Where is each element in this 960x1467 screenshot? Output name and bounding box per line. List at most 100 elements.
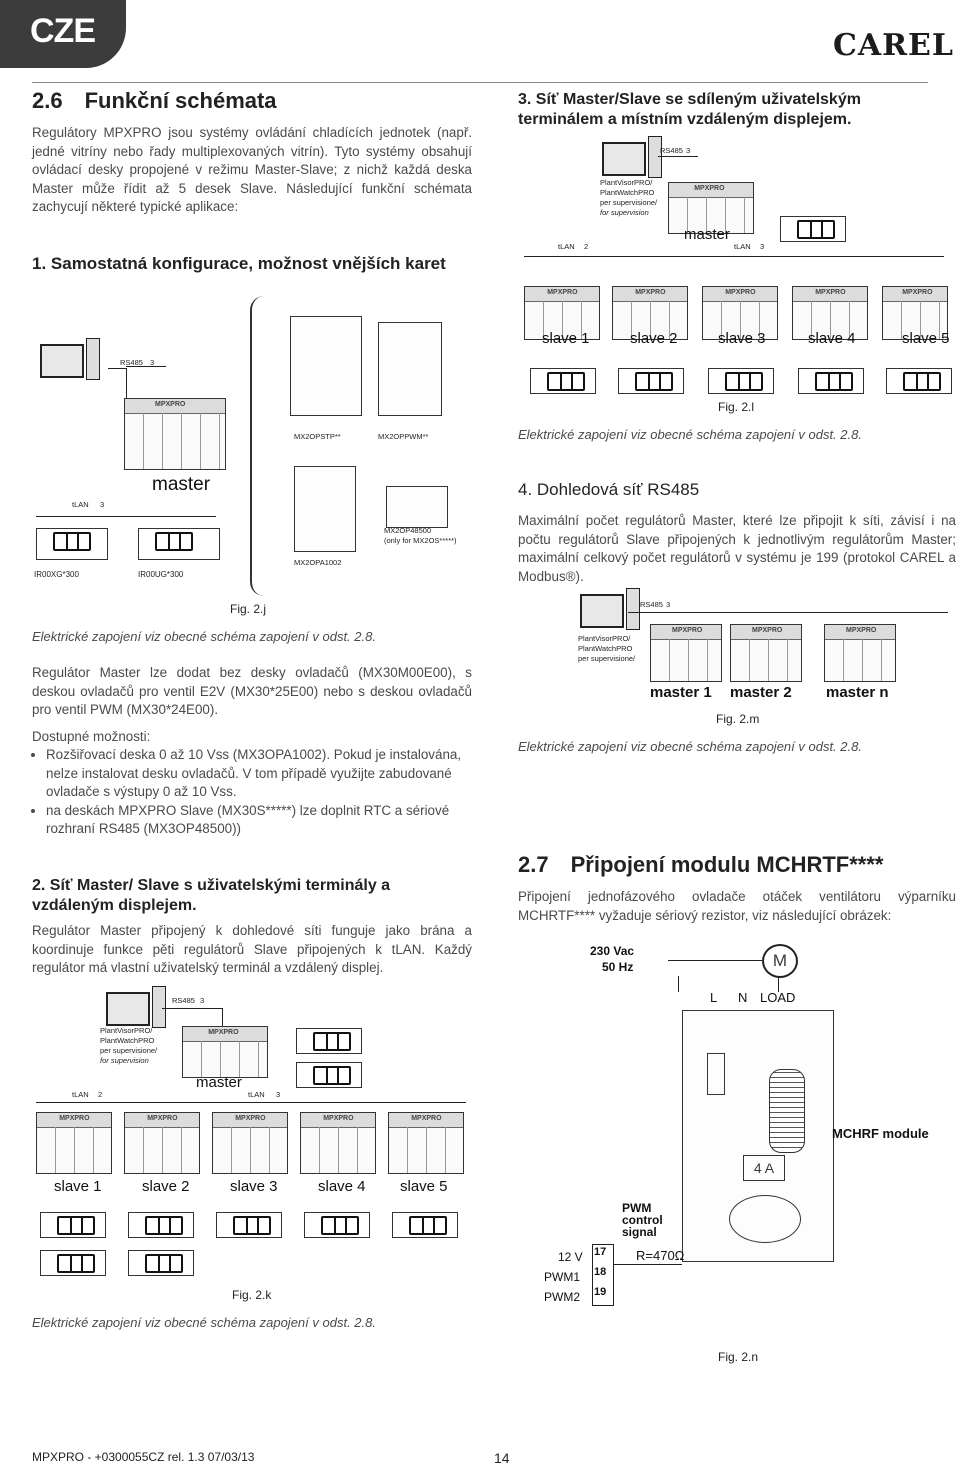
tlan-label: tLAN (72, 1090, 89, 1099)
slave-display (530, 368, 596, 394)
supervisor-line-1: PlantVisorPRO/ (600, 178, 653, 187)
slave-display (618, 368, 684, 394)
slave-display (216, 1212, 282, 1238)
page-number: 14 (494, 1450, 510, 1466)
terminal-l: L (710, 990, 718, 1005)
master-label: master (684, 226, 730, 243)
slave-3-label: slave 3 (718, 330, 766, 347)
tlan-count: 2 (98, 1090, 103, 1099)
terminal-ir00xg (36, 528, 108, 560)
slave-1-label: slave 1 (542, 330, 590, 347)
resistor-label: R=470Ω (636, 1248, 685, 1263)
supply-voltage: 230 Vac (590, 944, 635, 958)
slave-2-controller: MPXPRO (612, 286, 688, 340)
slave-2-controller: MPXPRO (124, 1112, 200, 1174)
supervisor-computer-icon (106, 986, 166, 1028)
board-mx2op48500 (386, 486, 448, 528)
tlan-label: tLAN (558, 242, 575, 251)
section-number: 2.6 (32, 88, 63, 113)
master-controller: MPXPRO (182, 1026, 268, 1078)
slave-terminal (40, 1250, 106, 1276)
rs485-label: RS485 (660, 146, 683, 155)
rs485-label: RS485 (172, 996, 195, 1005)
supervisor-line-3: per supervisione/ (100, 1046, 158, 1055)
subheading-2: 2. Síť Master/ Slave s uživatelskými ter… (32, 877, 391, 914)
slave-3-controller: MPXPRO (212, 1112, 288, 1174)
options-title: Dostupné možnosti: (32, 729, 151, 744)
slave-1-controller: MPXPRO (36, 1112, 112, 1174)
supervisor-line-1: PlantVisorPRO/ (578, 634, 631, 643)
slave-display (40, 1212, 106, 1238)
master-display (296, 1028, 362, 1054)
slave-5-label: slave 5 (902, 330, 950, 347)
figure-label-2k: Fig. 2.k (232, 1288, 272, 1302)
master-terminal (296, 1062, 362, 1088)
supervisor-computer-icon (580, 588, 640, 630)
figure-2m: RS485 3 PlantVisorPRO/ PlantWatchPRO per… (518, 588, 948, 728)
board-note: (only for MX2OS*****) (384, 536, 457, 545)
subheading-4: 4. Dohledová síť RS485 (518, 480, 700, 499)
master-2-controller: MPXPRO (730, 624, 802, 682)
terminal-ir00ug (138, 528, 220, 560)
module-label: MCHRF module (832, 1126, 929, 1141)
mchrf-module-board: 4 A (682, 1010, 834, 1262)
language-tab: CZE (0, 0, 126, 68)
caption-2m: Elektrické zapojení viz obecné schéma za… (518, 739, 862, 754)
slave-display (304, 1212, 370, 1238)
figure-2l: RS485 3 PlantVisorPRO/ PlantWatchPRO per… (518, 136, 952, 420)
section-title: Připojení modulu MCHRTF**** (570, 852, 884, 877)
section-heading-2-6: 2.6 Funkční schémata (32, 88, 277, 114)
board-mx2opa1002 (294, 466, 356, 552)
supervisor-computer-icon (602, 136, 662, 178)
tlan-count: 3 (100, 500, 105, 509)
caption-2l: Elektrické zapojení viz obecné schéma za… (518, 427, 862, 442)
supervisor-line-2: PlantWatchPRO (100, 1036, 155, 1045)
slave-4-label: slave 4 (808, 330, 856, 347)
pwm-label-3: signal (622, 1225, 657, 1239)
slave-4-controller: MPXPRO (300, 1112, 376, 1174)
figure-label-2n: Fig. 2.n (718, 1350, 759, 1364)
options-brace (250, 296, 272, 596)
board-mx2oppwm (378, 322, 442, 416)
figure-2k: RS485 3 PlantVisorPRO/ PlantWatchPRO per… (32, 986, 472, 1306)
master-n-controller: MPXPRO (824, 624, 896, 682)
terminal-load: LOAD (760, 990, 796, 1005)
slave-display (798, 368, 864, 394)
ir-ug-label: IR00UG*300 (138, 570, 184, 579)
document-reference: MPXPRO - +0300055CZ rel. 1.3 07/03/13 (32, 1450, 255, 1464)
toroid-coil-icon (769, 1069, 805, 1153)
motor-label: M (772, 951, 788, 970)
master-controller: MPXPRO (124, 398, 226, 470)
tlan-label: tLAN (734, 242, 751, 251)
board-mx2opstp (290, 316, 362, 416)
options-list: Rozšiřovací deska 0 až 10 Vss (MX3OPA100… (32, 746, 474, 839)
slave-display (392, 1212, 458, 1238)
paragraph-2-7: Připojení jednofázového ovladače otáček … (518, 889, 956, 923)
terminal-n: N (738, 990, 748, 1005)
slave-4-controller: MPXPRO (792, 286, 868, 340)
terminal-block (592, 1244, 614, 1306)
master-2-label: master 2 (730, 684, 792, 701)
fuse-label: 4 A (753, 1160, 775, 1176)
master-display (780, 216, 846, 242)
supply-frequency: 50 Hz (602, 960, 634, 974)
subheading-1: 1. Samostatná konfigurace, možnost vnějš… (32, 254, 446, 273)
figure-label-2m: Fig. 2.m (716, 712, 760, 726)
pin-17: 17 (594, 1246, 607, 1258)
slave-2-label: slave 2 (142, 1178, 190, 1195)
subheading-3: 3. Síť Master/Slave se sdíleným uživatel… (518, 91, 861, 128)
intro-paragraph: Regulátory MPXPRO jsou systémy ovládání … (32, 125, 472, 214)
figure-label-2j: Fig. 2.j (230, 602, 267, 616)
section-title: Funkční schémata (84, 88, 277, 113)
option-item: Rozšiřovací deska 0 až 10 Vss (MX3OPA100… (46, 746, 474, 802)
supervisor-line-1: PlantVisorPRO/ (100, 1026, 153, 1035)
supervisor-line-2: PlantWatchPRO (600, 188, 655, 197)
header-rule (32, 82, 928, 83)
tlan-label: tLAN (248, 1090, 265, 1099)
pwm-label-2: control (622, 1213, 663, 1227)
master-1-controller: MPXPRO (650, 624, 722, 682)
slave-display (128, 1212, 194, 1238)
master-label: master (196, 1074, 242, 1091)
slave-3-controller: MPXPRO (702, 286, 778, 340)
pin-19: 19 (594, 1286, 607, 1298)
